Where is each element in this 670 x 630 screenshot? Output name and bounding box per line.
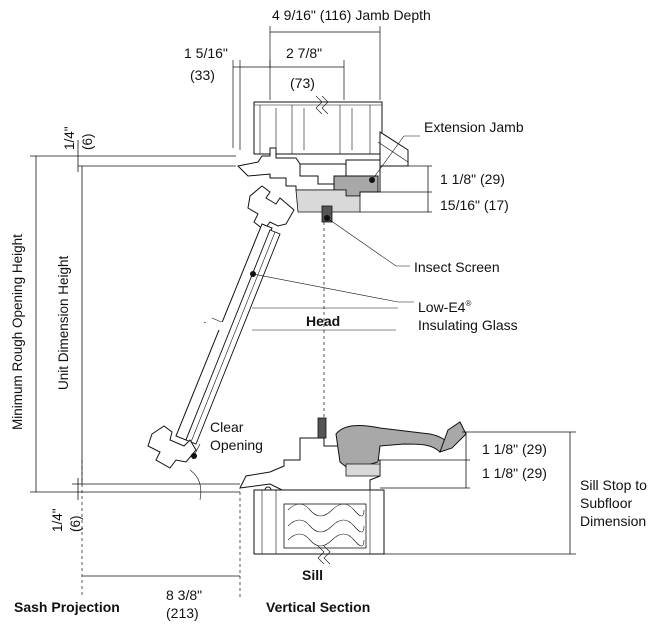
- text-labels: 4 9/16" (116) Jamb Depth 1 5/16" (33) 2 …: [10, 7, 647, 621]
- top-dimensions: [232, 26, 381, 150]
- dim-2-7-8-mm: (73): [290, 75, 315, 91]
- insect-screen-label: Insect Screen: [414, 259, 500, 275]
- head-label: Head: [306, 313, 340, 329]
- min-rough-opening-label: Minimum Rough Opening Height: [10, 234, 25, 430]
- low-e4-label: Low-E4®: [418, 299, 471, 315]
- dim-15-16-label: 15/16" (17): [440, 197, 509, 213]
- sill-stop-label-1: Sill Stop to: [580, 477, 647, 493]
- unit-dimension-label: Unit Dimension Height: [56, 255, 71, 390]
- dim-1-5-16-mm: (33): [190, 67, 215, 83]
- quarter-bot-label: 1/4": [50, 508, 65, 532]
- dim-1-5-16-label: 1 5/16": [184, 45, 228, 61]
- sill-framing: [253, 489, 385, 565]
- clear-opening-label-2: Opening: [210, 437, 263, 453]
- sill-stop-label-3: Dimension: [580, 513, 646, 529]
- dim-8-3-8-mm: (213): [166, 605, 199, 621]
- quarter-top-label: 1/4": [62, 126, 77, 150]
- dim-1-1-8-top-label: 1 1/8" (29): [440, 171, 505, 187]
- quarter-top-mm: (6): [80, 134, 95, 151]
- clear-opening-label-1: Clear: [210, 419, 244, 435]
- sill-stop-label-2: Subfloor: [580, 495, 632, 511]
- vertical-section-label: Vertical Section: [266, 599, 370, 615]
- jamb-depth-label: 4 9/16" (116) Jamb Depth: [272, 7, 431, 23]
- insulating-glass-label: Insulating Glass: [418, 317, 518, 333]
- leader-lines: [189, 135, 420, 501]
- sash-projection-label: Sash Projection: [14, 599, 120, 615]
- right-dimensions: [360, 165, 576, 555]
- quarter-bot-mm: (6): [68, 516, 83, 533]
- dim-1-1-8-sill-b-label: 1 1/8" (29): [482, 465, 547, 481]
- left-dimensions: [30, 140, 241, 598]
- sill-frame-profile: [239, 417, 467, 494]
- dim-1-1-8-sill-a-label: 1 1/8" (29): [482, 441, 547, 457]
- extension-jamb-label: Extension Jamb: [424, 119, 524, 135]
- dim-8-3-8-label: 8 3/8": [166, 587, 202, 603]
- sill-label: Sill: [302, 567, 323, 583]
- open-sash: [147, 185, 295, 469]
- head-framing: [253, 95, 383, 155]
- dim-2-7-8-label: 2 7/8": [286, 45, 322, 61]
